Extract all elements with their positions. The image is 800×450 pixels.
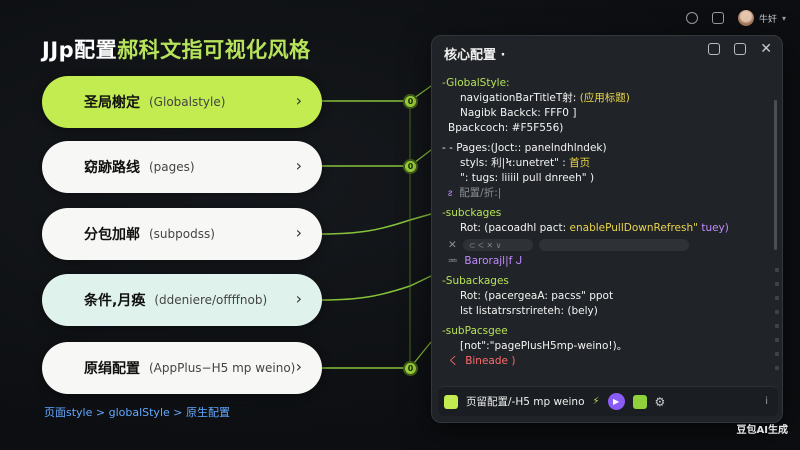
page-title-prefix: JJp配置 [42,38,118,62]
core-config-panel: 核心配置 · ✕ -GlobalStyle: navigationBarTitl… [431,35,783,423]
category-globalstyle-button[interactable]: 圣局榭定 (Globalstyle) › [42,76,322,128]
config-code-view: -GlobalStyle: navigationBarTitleT射: (应用标… [442,76,772,369]
code-line: ᆇ Barorajl|f ᒍ [448,255,523,267]
code-line: -Subackages [442,275,509,287]
panel-title: 核心配置 · [444,48,506,63]
code-line: - - Pages:(Joct:: panelndhlndek) [442,142,607,154]
scroll-track [775,268,779,370]
page-title-accent: 郝科文指可视化风格 [117,38,311,62]
inline-input[interactable] [538,239,689,251]
breadcrumb[interactable]: 页面style > globalStyle > 原生配置 [44,406,230,419]
code-line: lst listatrsrstrireteh: (bely) [460,305,598,317]
chevron-right-icon: › [295,156,302,175]
code-line: Rot: (pacergeaA: pacss" ppot [460,290,614,302]
connector-node-badge: 0 [403,361,418,376]
page-title: JJp配置郝科文指可视化风格 [42,34,311,64]
code-line: Rot: (pacoadhl pact: enablePullDownRefre… [460,222,729,234]
category-sublabel: (pages) [149,160,195,174]
play-button[interactable]: ▶ [607,393,625,410]
preview-icon[interactable] [632,394,647,409]
user-name: 牛奸 [758,14,777,25]
user-menu[interactable]: 牛奸 ▾ [737,10,786,26]
expand-icon[interactable] [708,43,721,55]
code-line: -subckages [442,207,502,219]
refresh-icon[interactable] [685,12,698,24]
category-label: 原绢配置 [84,361,140,377]
code-line: Nagibk Backck: FFF0 ] [460,107,577,119]
copy-icon[interactable] [734,43,747,55]
category-sublabel: (Globalstyle) [149,95,226,109]
chevron-down-icon: ▾ [781,13,786,23]
category-native-config-button[interactable]: 原绢配置 (AppPlus−H5 mp weino) › [42,342,322,394]
inline-input[interactable]: ⊂ ᐸ ✕ ∨ [462,239,533,251]
code-line: [not":"pagePlusH5mp-weino!)。 [460,340,628,352]
code-line: -GlobalStyle: [442,77,510,89]
window-icon[interactable] [711,12,724,24]
panel-footer: 页留配置/-H5 mp weino ⚡ ▶ ⚙ ⅰ [438,386,778,416]
code-line: navigationBarTitleT射: (应用标题) [460,92,630,104]
code-line: Bpackcoch: #F5F556) [448,122,564,134]
code-line: styls: 利|Ϟ:unetret" : 首页 [460,157,591,169]
chevron-right-icon: › [295,357,302,376]
connector-node-badge: 0 [403,94,418,109]
category-label: 圣局榭定 [84,95,140,111]
watermark: 豆包AI生成 [736,425,788,436]
code-line: く Bineade ) [448,355,516,367]
panel-actions: ✕ [708,41,772,57]
category-label: 窈跡路线 [84,160,140,176]
code-line: ᴤ 配置/折:| [448,187,502,199]
category-label: 分包加郸 [84,227,140,243]
chevron-right-icon: › [295,91,302,110]
chevron-right-icon: › [295,289,302,308]
top-bar: 牛奸 ▾ [685,8,786,28]
category-pages-button[interactable]: 窈跡路线 (pages) › [42,141,322,193]
avatar[interactable] [737,10,754,26]
info-icon[interactable]: ⅰ [765,396,768,407]
bolt-icon: ⚡ [592,396,600,407]
chevron-right-icon: › [295,223,302,242]
code-line: ✕ ⊂ ᐸ ✕ ∨ [442,236,772,254]
category-subpackages-button[interactable]: 分包加郸 (subpodss) › [42,208,322,260]
connector-node-badge: 0 [403,159,418,174]
code-line: -subPacsgee [442,325,508,337]
close-icon[interactable]: ✕ [760,41,772,57]
scrollbar[interactable] [774,100,777,250]
file-icon[interactable] [444,394,458,409]
category-sublabel: (subpodss) [149,227,215,241]
code-line: ": tugs: liiiil pull dnreeh" ) [460,172,595,184]
category-condition-button[interactable]: 条件,月痪 (ddeniere/offffnob) › [42,274,322,326]
footer-label: 页留配置/-H5 mp weino [466,396,585,408]
category-sublabel: (AppPlus−H5 mp weino) [149,361,296,375]
gear-icon[interactable]: ⚙ [654,394,666,409]
category-label: 条件,月痪 [84,293,146,309]
category-sublabel: (ddeniere/offffnob) [154,293,268,307]
